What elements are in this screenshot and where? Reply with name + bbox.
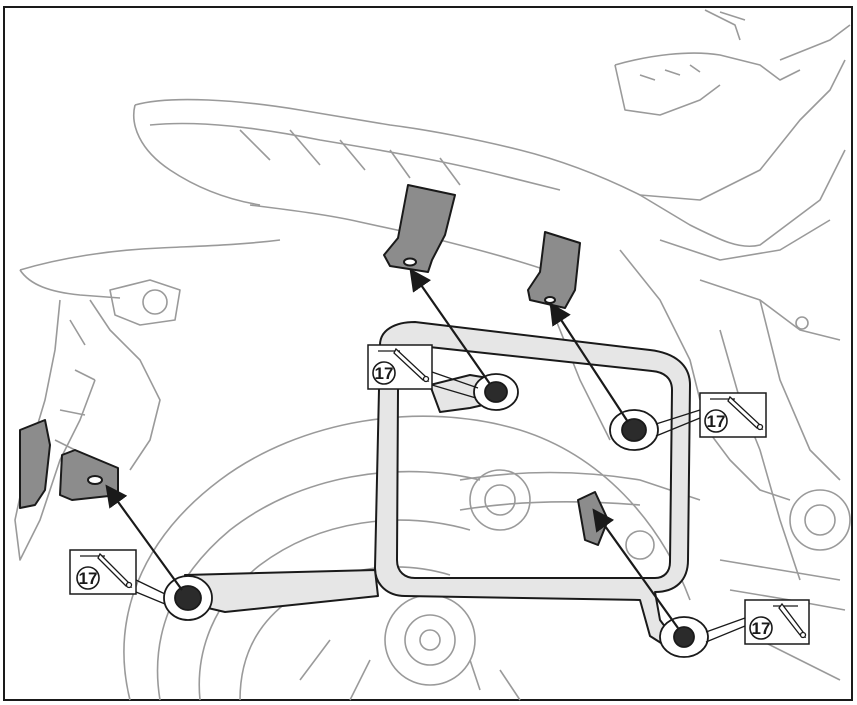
- callout-label: 17: [375, 364, 394, 383]
- arrow-middle: [549, 302, 629, 423]
- arrow-lower: [592, 508, 679, 629]
- callout-rear: 17: [69, 549, 137, 595]
- wrench-icon: [710, 395, 764, 431]
- middle-bracket: [527, 231, 581, 309]
- assembly-arrows: [105, 268, 679, 629]
- callout-label: 17: [707, 412, 726, 431]
- arrow-top: [409, 268, 491, 385]
- callout-leaders: [135, 371, 746, 643]
- rear-bracket: [19, 419, 51, 509]
- motorcycle-outline: [14, 9, 851, 701]
- wrench-icon: [378, 347, 430, 383]
- callout-lower: 17: [744, 599, 810, 645]
- arrow-rear: [105, 484, 183, 591]
- callout-label: 17: [79, 569, 98, 588]
- wrench-icon: [773, 602, 807, 639]
- callout-middle: 17: [699, 392, 767, 438]
- wrench-icon: [80, 552, 133, 589]
- callout-top: 17: [367, 344, 433, 390]
- callout-label: 17: [752, 619, 771, 638]
- bolts: [163, 373, 709, 658]
